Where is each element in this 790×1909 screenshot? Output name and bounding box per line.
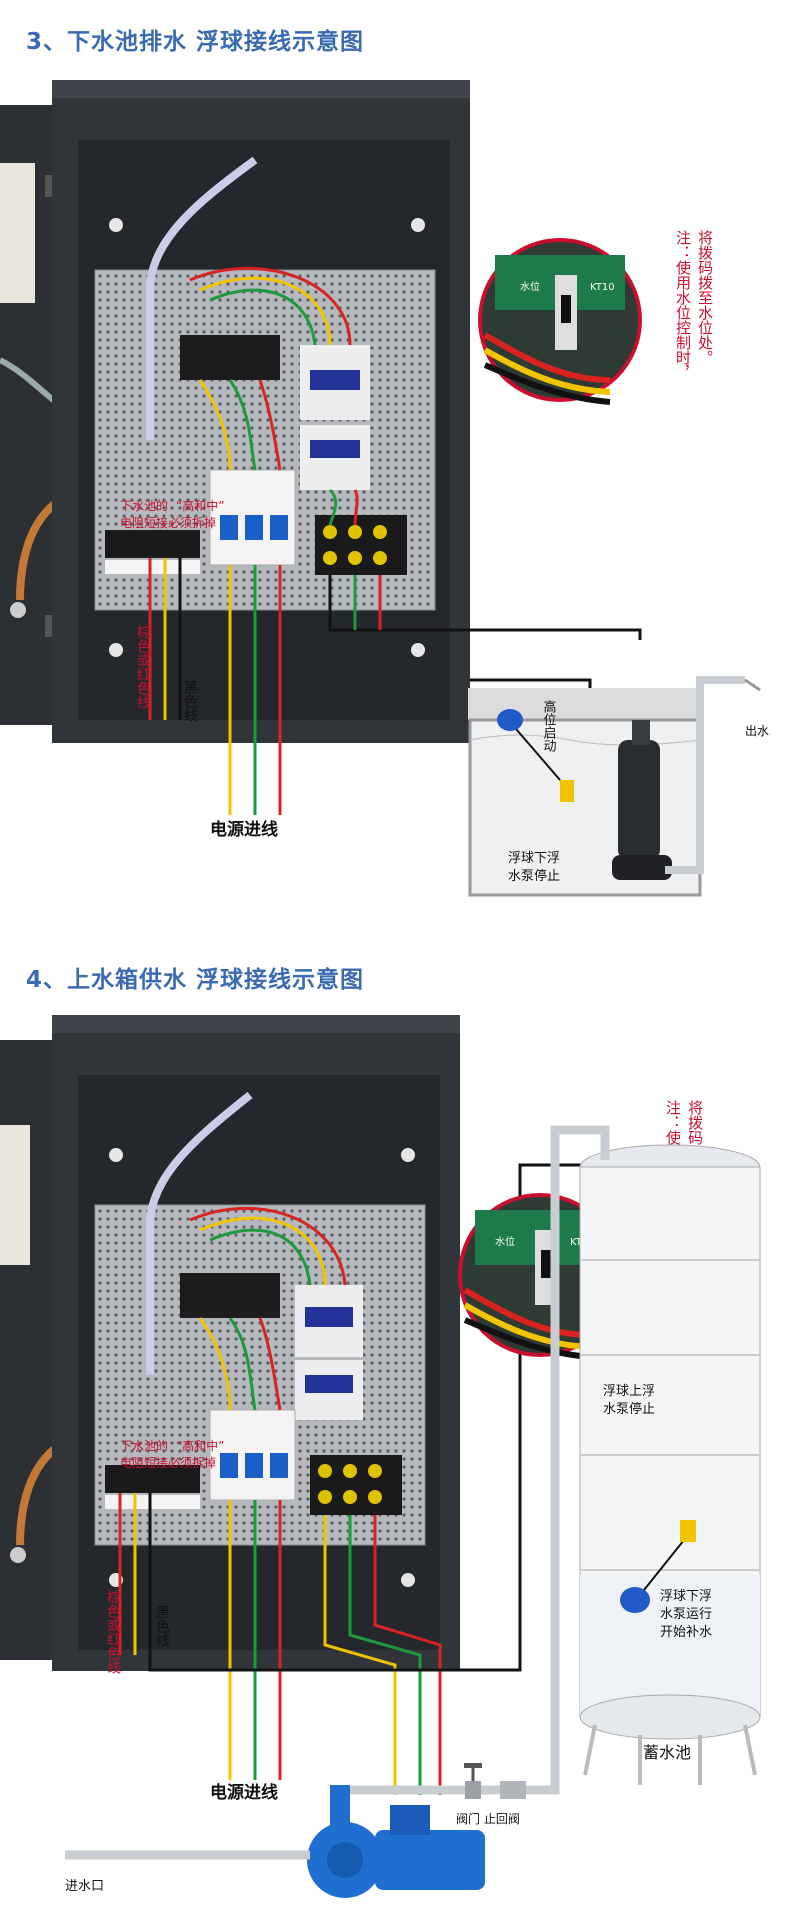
mount-hole	[109, 1148, 123, 1162]
power-input-wires	[228, 1500, 282, 1780]
mount-hole	[109, 218, 123, 232]
black-wire-label: 黑色线	[182, 680, 198, 722]
storage-tank	[579, 1144, 761, 1785]
section4-title: 4、上水箱供水 浮球接线示意图	[26, 967, 365, 993]
contactor-2	[300, 425, 370, 490]
discharge-pipe	[665, 676, 745, 874]
contactor-1	[300, 345, 370, 420]
terminal-strip-right	[315, 515, 407, 575]
resistor-note-line2: 电阻短接必须拆掉	[120, 515, 216, 530]
power-in-label: 电源进线	[210, 819, 278, 840]
dip-switch-note-line1: 将拨码拨至水位处。	[696, 230, 714, 365]
pump-motor-wires	[323, 1515, 442, 1795]
section3-diagram: 水位 KT10 将拨码拨至水位处。 注：使用水位控制时， 下水池的 “高和中” …	[0, 80, 769, 897]
mount-hole	[411, 218, 425, 232]
circuit-breaker	[209, 469, 296, 566]
mount-hole	[401, 1148, 415, 1162]
brown-red-wire-label: 棕色或红色线	[135, 625, 151, 709]
section3-title: 3、下水池排水 浮球接线示意图	[26, 29, 365, 55]
ribbon-cable	[146, 156, 258, 440]
relay-module	[180, 335, 280, 380]
float-up-label-1: 浮球上浮	[603, 1384, 655, 1399]
high-start-label: 高位启动	[541, 699, 557, 753]
door-hinge-bottom	[45, 615, 55, 637]
submersible-pump	[612, 720, 672, 880]
door-hinge-top	[45, 175, 55, 197]
resistor-note-line2: 电阻短接必须拆掉	[120, 1455, 216, 1470]
float-down-label-2: 水泵运行	[660, 1607, 712, 1622]
water-out-label: 出水	[745, 724, 769, 738]
internal-wiring	[189, 1206, 347, 1411]
relay-module	[180, 1273, 280, 1318]
dip-switch-inset: 水位 KT10	[478, 238, 642, 405]
contactor-1	[295, 1285, 363, 1357]
float-ball	[620, 1587, 650, 1613]
float-down-label-2: 水泵停止	[508, 868, 560, 884]
power-input-wires	[228, 565, 282, 815]
terminal-strip-left	[105, 530, 200, 574]
brown-red-wire-label: 棕色或红色线	[105, 1590, 121, 1674]
gate-valve	[464, 1763, 482, 1799]
water-in-label: 进水口	[65, 1879, 104, 1894]
ground-lug	[10, 1547, 26, 1563]
float-weight	[680, 1520, 696, 1542]
float-down-label-1: 浮球下浮	[660, 1589, 712, 1604]
inset-label-a: 水位	[520, 280, 540, 293]
resistor-note-line1-quote: “高和中”	[176, 1438, 224, 1453]
mount-hole	[109, 643, 123, 657]
terminal-strip-right	[310, 1455, 402, 1515]
float-ball	[497, 709, 523, 731]
circuit-breaker	[209, 1409, 296, 1501]
mount-hole	[401, 1573, 415, 1587]
internal-wiring	[189, 266, 359, 526]
ground-copper-braid	[16, 1441, 63, 1546]
ground-copper-braid	[16, 496, 63, 601]
mount-hole	[411, 643, 425, 657]
valve-label: 阀门 止回阀	[456, 1811, 520, 1826]
float-down-label-3: 开始补水	[660, 1625, 712, 1640]
inset-label-b: KT10	[590, 282, 615, 293]
door-label-card	[0, 163, 35, 303]
float-weight	[560, 780, 574, 802]
ribbon-cable	[146, 1091, 253, 1375]
contactor-2	[295, 1360, 363, 1420]
black-wire-label: 黑色线	[154, 1605, 170, 1647]
power-in-label: 电源进线	[210, 1782, 278, 1803]
section4-diagram: 水位 KT10 将拨码拨至水位处。 注：使用水位控制时， 下水池的 “高和中” …	[0, 1015, 761, 1898]
inset-label-a: 水位	[495, 1235, 515, 1248]
door-label-card	[0, 1125, 30, 1265]
resistor-note-line1-pre: 下水池的	[120, 498, 168, 513]
check-valve	[500, 1781, 526, 1799]
ground-lug	[10, 602, 26, 618]
terminal-strip-left	[105, 1465, 200, 1509]
centrifugal-pump	[307, 1785, 485, 1898]
resistor-note-line1-quote: “高和中”	[176, 498, 224, 513]
float-down-label-1: 浮球下浮	[508, 851, 560, 866]
resistor-note-line1-pre: 下水池的	[120, 1438, 168, 1453]
supply-pipe	[340, 1125, 610, 1795]
tank-label: 蓄水池	[643, 1743, 691, 1762]
dip-switch-note-line2: 注：使用水位控制时，	[674, 230, 692, 380]
float-up-label-2: 水泵停止	[603, 1401, 655, 1417]
